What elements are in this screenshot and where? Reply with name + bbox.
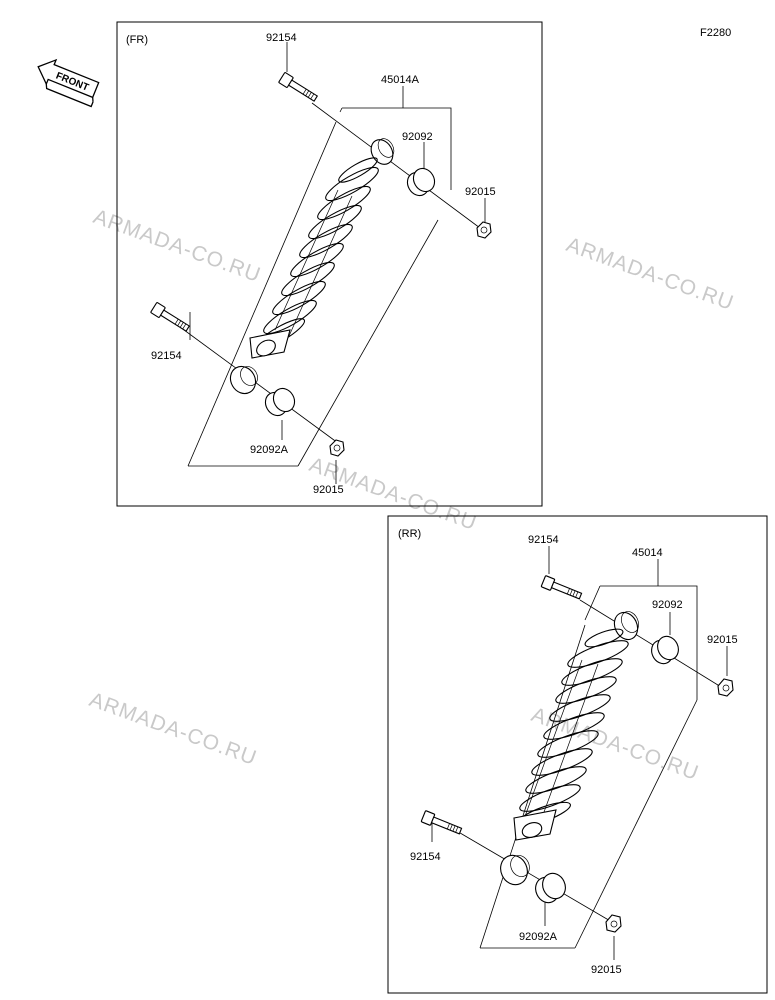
watermark: ARMADA-CO.RU <box>90 205 264 287</box>
diagram-code: F2280 <box>700 27 731 39</box>
nut-bottom <box>605 914 622 933</box>
part-number-label: 92015 <box>465 186 496 198</box>
panel-title: (RR) <box>398 528 421 540</box>
part-number-label: 92015 <box>591 964 622 976</box>
part-number-label: 45014A <box>381 74 420 86</box>
bolt-bottom <box>150 302 191 332</box>
watermark: ARMADA-CO.RU <box>563 233 737 315</box>
bolt-top <box>540 575 583 600</box>
panel-title: (FR) <box>126 34 148 46</box>
lower-eyelet <box>500 854 530 886</box>
part-number-label: 92092A <box>519 931 558 943</box>
watermarks: ARMADA-CO.RU ARMADA-CO.RU ARMADA-CO.RU A… <box>86 205 737 785</box>
collar-bottom <box>264 387 296 417</box>
front-arrow-icon: FRONT <box>37 58 100 108</box>
rear-shock-spring <box>513 628 629 841</box>
leader-lines <box>431 546 728 960</box>
nut-top <box>476 221 492 239</box>
part-number-label: 92092 <box>402 131 433 143</box>
collar-top <box>651 635 679 665</box>
leader-lines <box>179 42 486 484</box>
upper-eyelet <box>613 611 639 641</box>
nut-top <box>717 678 734 697</box>
part-number-label: 92154 <box>410 851 441 863</box>
panel-frame <box>387 515 768 994</box>
part-number-label: 92154 <box>528 534 559 546</box>
collar-top <box>406 167 436 197</box>
panel-frame <box>116 21 543 507</box>
part-number-label: 92154 <box>151 350 182 362</box>
part-number-label: 92015 <box>313 484 344 496</box>
part-number-label: 92154 <box>266 32 297 44</box>
bolt-bottom <box>420 810 463 835</box>
part-number-label: 92015 <box>707 634 738 646</box>
part-number-label: 92092 <box>652 599 683 611</box>
front-shock-panel: (FR) <box>116 21 543 507</box>
nut-bottom <box>329 439 345 457</box>
lower-eyelet <box>229 365 258 395</box>
part-number-label: 45014 <box>632 547 663 559</box>
front-shock-spring <box>249 157 379 359</box>
watermark: ARMADA-CO.RU <box>86 688 260 770</box>
part-number-label: 92092A <box>250 444 289 456</box>
rear-shock-panel: (RR) <box>387 515 768 994</box>
bolt-top <box>278 72 319 102</box>
collar-bottom <box>535 872 566 904</box>
